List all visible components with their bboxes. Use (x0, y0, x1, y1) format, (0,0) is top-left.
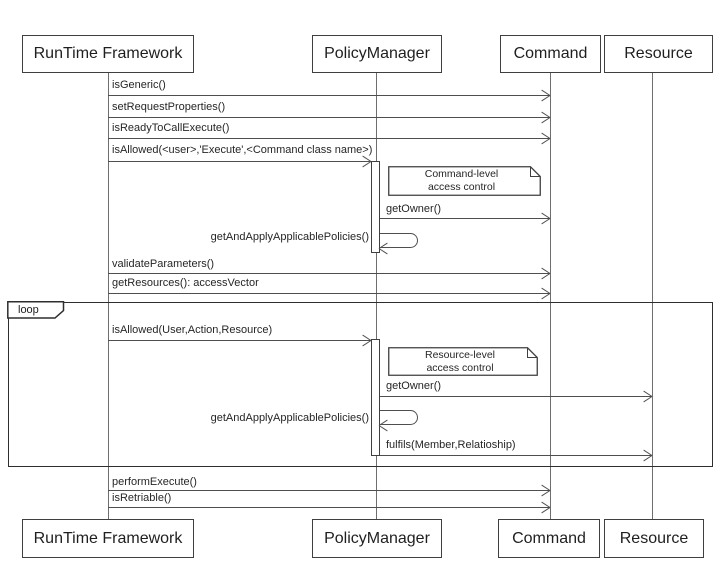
message-label-isallowed-command: isAllowed(<user>,'Execute',<Command clas… (112, 144, 373, 156)
actor-name: PolicyManager (324, 45, 430, 62)
actor-name: Resource (619, 529, 689, 547)
message-arrow-fulfils (380, 455, 652, 456)
actor-box-runtime-framework-top: RunTime Framework (22, 35, 194, 73)
actor-name: Command (512, 529, 586, 547)
note-command-level: Command-level access control (388, 166, 541, 196)
loop-fragment: loop (7, 301, 713, 467)
message-label-getandapply-2: getAndApplyApplicablePolicies() (210, 412, 369, 424)
actor-box-resource-top: Resource (604, 35, 713, 73)
message-arrow-isreadytocallexecute (108, 138, 550, 139)
note-shape (388, 166, 541, 196)
lifeline-command (550, 73, 551, 519)
lifeline-resource (652, 73, 653, 519)
actor-name: RunTime Framework (33, 529, 183, 547)
message-label-getowner-1: getOwner() (386, 203, 442, 215)
self-message-getandapply-1 (380, 233, 418, 248)
activation-bar-policy-2 (371, 339, 380, 456)
note-line-1: Command-level (424, 168, 499, 180)
actor-box-resource-bottom: Resource (604, 519, 704, 558)
actor-box-policy-manager-bottom: PolicyManager (312, 519, 442, 558)
activation-bar-policy-1 (371, 161, 380, 253)
actor-name: Resource (624, 45, 693, 62)
note-text: Command-level access control (388, 166, 535, 196)
message-arrow-getowner-2 (380, 396, 652, 397)
message-label-performexecute: performExecute() (112, 476, 197, 488)
actor-box-command-top: Command (500, 35, 601, 73)
message-arrow-validateparameters (108, 273, 550, 274)
loop-tab-shape (7, 301, 65, 320)
actor-name: Command (513, 45, 588, 62)
loop-label: loop (18, 304, 39, 316)
lifeline-runtime-framework (108, 73, 109, 519)
actor-box-policy-manager-top: PolicyManager (312, 35, 442, 73)
message-label-getowner-2: getOwner() (386, 380, 442, 392)
self-message-getandapply-2 (380, 410, 418, 425)
message-label-isretriable: isRetriable() (112, 492, 172, 504)
message-label-getandapply-1: getAndApplyApplicablePolicies() (210, 231, 369, 243)
message-arrow-performexecute (108, 490, 550, 491)
actor-name: PolicyManager (324, 529, 430, 547)
actor-box-command-bottom: Command (498, 519, 600, 558)
message-label-isreadytocallexecute: isReadyToCallExecute() (112, 122, 230, 134)
actor-box-runtime-framework-bottom: RunTime Framework (22, 519, 194, 558)
message-label-setrequestproperties: setRequestProperties() (112, 101, 226, 113)
actor-name: RunTime Framework (33, 45, 183, 62)
message-arrow-isgeneric (108, 95, 550, 96)
message-arrow-isallowed-resource (108, 340, 371, 341)
note-text: Resource-level access control (388, 347, 532, 376)
message-label-validateparameters: validateParameters() (112, 258, 215, 270)
message-arrow-isallowed-command (108, 161, 371, 162)
lifeline-policy-manager (376, 73, 377, 519)
message-arrow-getresources (108, 293, 550, 294)
message-label-isallowed-resource: isAllowed(User,Action,Resource) (112, 324, 273, 336)
note-resource-level: Resource-level access control (388, 347, 538, 376)
message-label-fulfils: fulfils(Member,Relatioship) (386, 439, 516, 451)
message-label-isgeneric: isGeneric() (112, 79, 166, 91)
note-line-1: Resource-level (424, 348, 496, 361)
message-arrow-getowner-1 (380, 218, 550, 219)
note-shape (388, 347, 538, 376)
message-arrow-setrequestproperties (108, 117, 550, 118)
message-label-getresources: getResources(): accessVector (112, 277, 259, 289)
message-arrow-isretriable (108, 507, 550, 508)
note-line-2: access control (426, 361, 494, 374)
note-line-2: access control (427, 181, 496, 193)
